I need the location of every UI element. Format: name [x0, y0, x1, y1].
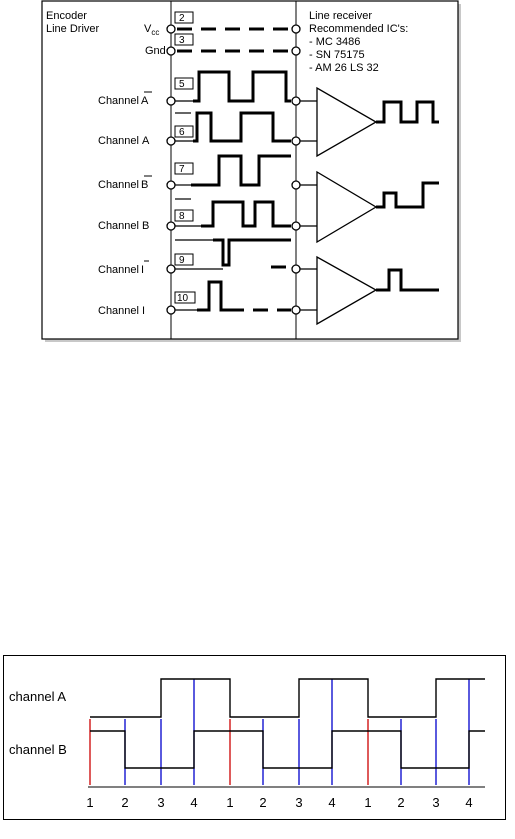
gnd-left-terminal [166, 46, 176, 56]
channel-b-waveform [90, 730, 485, 769]
ch-i-inv-left-terminal [166, 264, 176, 274]
amplifier-b [316, 170, 378, 244]
receiver-input-lines [300, 100, 317, 311]
tick-label: 4 [190, 795, 197, 810]
svg-text:2: 2 [179, 13, 185, 24]
tick-label: 1 [226, 795, 233, 810]
tick-label: 2 [259, 795, 266, 810]
waveform-channel-b [201, 200, 291, 228]
pin-box-2: 2 [174, 11, 194, 24]
pin-box-9: 9 [174, 253, 194, 266]
tick-label: 1 [86, 795, 93, 810]
pin-box-8: 8 [174, 209, 194, 222]
output-waveform-a [376, 100, 439, 124]
pin-box-3: 3 [174, 33, 194, 46]
ch-a-left-terminal [166, 136, 176, 146]
ch-a-inv-left-terminal [166, 96, 176, 106]
waveform-channel-a [193, 111, 291, 143]
ch-a-right-terminal [291, 136, 301, 146]
gnd-right-terminal [291, 46, 301, 56]
ic-item-2: - SN 75175 [309, 49, 365, 61]
receiver-output-waveforms [376, 100, 439, 292]
ch-b-inv-right-terminal [291, 180, 301, 190]
encoder-line-driver-diagram: Encoder Line Driver Line receiver Recomm… [41, 0, 461, 342]
timing-waveforms [88, 678, 485, 788]
dashed-connections [177, 27, 291, 312]
channel-a-waveform [90, 678, 485, 718]
tick-label: 3 [157, 795, 164, 810]
ch-i-right-terminal [291, 305, 301, 315]
waveform-channel-i [197, 280, 229, 312]
pin-box-10: 10 [174, 291, 196, 304]
driver-thin-lines [175, 100, 223, 311]
vcc-label: Vcc [144, 23, 159, 37]
svg-text:6: 6 [179, 127, 185, 138]
output-waveform-i [376, 268, 439, 292]
quadrature-timing-diagram: channel A channel B 1 2 3 4 1 2 3 4 1 2 3 4 [3, 655, 506, 820]
receiver-amplifiers [316, 86, 378, 326]
waveform-channel-b-inverted [191, 154, 291, 187]
pin-box-5: 5 [174, 77, 194, 90]
svg-text:7: 7 [179, 164, 185, 175]
connection-circles [166, 24, 301, 315]
pin-box-7: 7 [174, 162, 194, 175]
amplifier-a [316, 86, 378, 158]
gnd-label: Gnd [145, 45, 166, 57]
encoder-title: Encoder [46, 10, 87, 22]
tick-label: 4 [465, 795, 472, 810]
tick-label: 1 [364, 795, 371, 810]
channel-b-label: channel B [9, 742, 67, 757]
ch-a-inv-right-terminal [291, 96, 301, 106]
waveform-channel-i-inverted [213, 238, 291, 267]
ch-b-right-terminal [291, 221, 301, 231]
vcc-right-terminal [291, 24, 301, 34]
waveform-channel-a-inverted [193, 70, 291, 103]
recommended-ics-title: Recommended IC's: [309, 23, 408, 35]
tick-label: 2 [121, 795, 128, 810]
timing-frame [3, 655, 506, 820]
svg-text:10: 10 [177, 293, 189, 304]
line-receiver-title: Line receiver [309, 10, 372, 22]
ch-i-left-terminal [166, 305, 176, 315]
output-waveform-b [376, 181, 439, 209]
tick-labels: 1 2 3 4 1 2 3 4 1 2 3 4 [86, 795, 472, 810]
driver-waveforms [191, 70, 291, 312]
svg-text:3: 3 [179, 35, 185, 46]
tick-label: 3 [295, 795, 302, 810]
svg-text:5: 5 [179, 79, 185, 90]
tick-label: 2 [397, 795, 404, 810]
svg-text:9: 9 [179, 255, 185, 266]
ic-item-1: - MC 3486 [309, 36, 360, 48]
ch-b-left-terminal [166, 221, 176, 231]
pin-box-6: 6 [174, 125, 194, 138]
tick-label: 4 [328, 795, 335, 810]
channel-a-label: channel A [9, 689, 66, 704]
ch-i-inv-right-terminal [291, 264, 301, 274]
ch-b-inv-left-terminal [166, 180, 176, 190]
svg-text:8: 8 [179, 211, 185, 222]
tick-label: 3 [432, 795, 439, 810]
vcc-left-terminal [166, 24, 176, 34]
line-driver-title: Line Driver [46, 23, 100, 35]
amplifier-i [316, 255, 378, 326]
ic-item-3: - AM 26 LS 32 [309, 62, 379, 74]
